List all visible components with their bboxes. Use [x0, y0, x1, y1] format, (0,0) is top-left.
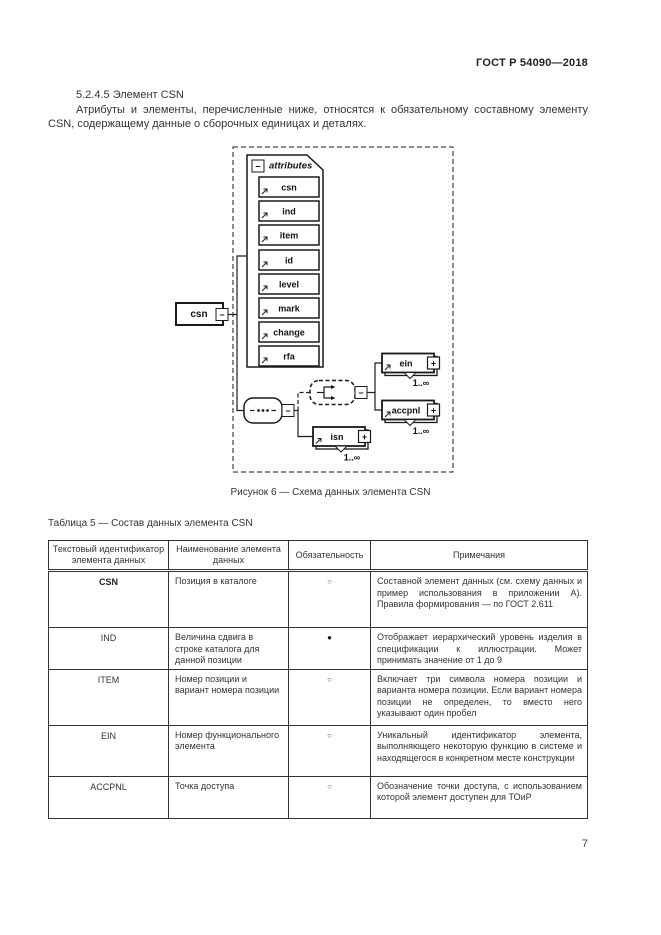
element-name-cell: Номер позиции и вариант номера позиции	[168, 668, 289, 726]
element-id-cell: ITEM	[48, 668, 169, 726]
repeat-icon	[402, 372, 418, 380]
attribute-box-id: id	[258, 249, 320, 271]
svg-text:−: −	[219, 310, 224, 320]
csn-schema-diagram: csn − − attributes csn ind	[175, 146, 454, 473]
attribute-box-level: level	[258, 273, 320, 295]
attribute-icon	[315, 438, 322, 444]
svg-text:−: −	[358, 388, 363, 398]
collapse-icon: −	[281, 404, 295, 417]
svg-text:id: id	[285, 256, 293, 266]
table-row: ACCPNL Точка доступа ○ Обозначение точки…	[48, 775, 588, 819]
element-box-isn: isn + 1..∞	[312, 426, 372, 463]
repeat-icon	[333, 445, 349, 453]
attributes-container: − attributes csn ind item id	[246, 154, 324, 368]
multiplicity-label: 1..∞	[413, 426, 430, 436]
figure-caption: Рисунок 6 — Схема данных элемента CSN	[230, 487, 431, 498]
table-row: EIN Номер функционального элемента ○ Уни…	[48, 724, 588, 777]
table-title: Таблица 5 — Состав данных элемента CSN	[48, 518, 253, 529]
multiplicity-label: 1..∞	[344, 453, 361, 463]
sequence-icon: −	[243, 397, 295, 424]
expand-icon: +	[357, 429, 372, 444]
svg-text:+: +	[431, 359, 436, 369]
attribute-icon	[261, 285, 268, 292]
element-name-cell: Величина сдвига в строке каталога для да…	[168, 627, 289, 670]
note-cell: Составной элемент данных (см. схему данн…	[370, 570, 588, 628]
element-id-cell: IND	[48, 627, 169, 670]
connector-lines	[228, 255, 382, 438]
svg-text:+: +	[431, 406, 436, 416]
attribute-icon	[261, 188, 268, 195]
attribute-icon	[261, 357, 268, 364]
note-cell: Обозначение точки доступа, с использован…	[370, 775, 588, 819]
attribute-icon	[261, 212, 268, 219]
collapse-icon: −	[354, 386, 368, 399]
table-row: IND Величина сдвига в строке каталога дл…	[48, 627, 588, 670]
page-number: 7	[581, 838, 588, 850]
element-id-cell: ACCPNL	[48, 775, 169, 819]
table-header-row: Текстовый идентификатор элемента данных …	[48, 540, 588, 572]
svg-text:isn: isn	[330, 432, 343, 442]
svg-text:+: +	[362, 432, 367, 442]
svg-text:accpnl: accpnl	[392, 406, 421, 416]
element-name-cell: Точка доступа	[168, 775, 289, 819]
element-box-accpnl: accpnl + 1..∞	[381, 399, 441, 436]
attributes-title: attributes	[269, 161, 312, 172]
svg-text:csn: csn	[281, 183, 297, 193]
svg-text:level: level	[279, 280, 299, 290]
svg-text:mark: mark	[278, 304, 301, 314]
mandatory-cell: ○	[288, 668, 371, 726]
attribute-box-csn: csn	[258, 176, 320, 198]
column-header-mandatory: Обязательность	[288, 540, 371, 572]
column-header-notes: Примечания	[370, 540, 588, 572]
gost-standard-header: ГОСТ Р 54090—2018	[476, 57, 588, 69]
collapse-icon: −	[251, 159, 265, 173]
mandatory-cell: ○	[288, 570, 371, 628]
root-element-label: csn	[190, 309, 207, 320]
attribute-icon	[261, 236, 268, 243]
note-cell: Включает три символа номера позиции и ва…	[370, 668, 588, 726]
section-heading: 5.2.4.5 Элемент CSN	[76, 89, 184, 101]
svg-text:ind: ind	[282, 207, 296, 217]
mandatory-cell: ●	[288, 627, 371, 670]
choice-icon: −	[309, 379, 368, 406]
mandatory-cell: ○	[288, 775, 371, 819]
multiplicity-label: 1..∞	[413, 378, 430, 388]
attribute-icon	[261, 309, 268, 316]
table-row: CSN Позиция в каталоге ○ Составной элеме…	[48, 570, 588, 628]
svg-text:rfa: rfa	[283, 352, 295, 362]
attribute-box-item: item	[258, 224, 320, 246]
attribute-icon	[384, 364, 391, 371]
element-name-cell: Позиция в каталоге	[168, 570, 289, 628]
body-paragraph: Атрибуты и элементы, перечисленные ниже,…	[48, 104, 588, 130]
element-box-ein: ein + 1..∞	[381, 352, 441, 388]
svg-text:item: item	[280, 231, 299, 241]
attribute-box-change: change	[258, 321, 320, 343]
attribute-box-mark: mark	[258, 297, 320, 319]
element-id-cell: CSN	[48, 570, 169, 628]
attribute-icon	[384, 411, 391, 418]
expand-icon: +	[426, 403, 441, 417]
element-id-cell: EIN	[48, 724, 169, 777]
csn-data-table: Текстовый идентификатор элемента данных …	[48, 540, 588, 819]
table-row: ITEM Номер позиции и вариант номера пози…	[48, 668, 588, 726]
root-element-csn: csn −	[175, 302, 229, 326]
attribute-icon	[261, 333, 268, 340]
element-name-cell: Номер функционального элемента	[168, 724, 289, 777]
note-cell: Уникальный идентификатор элемента, выпол…	[370, 724, 588, 777]
expand-icon: +	[426, 356, 441, 370]
svg-text:−: −	[255, 162, 260, 172]
column-header-identifier: Текстовый идентификатор элемента данных	[48, 540, 169, 572]
collapse-icon: −	[215, 308, 229, 321]
mandatory-cell: ○	[288, 724, 371, 777]
attribute-icon	[261, 261, 268, 268]
attribute-box-rfa: rfa	[258, 345, 320, 367]
column-header-name: Наименование элемента данных	[168, 540, 289, 572]
svg-text:−: −	[285, 406, 290, 416]
note-cell: Отображает иерархический уровень изделия…	[370, 627, 588, 670]
svg-text:ein: ein	[399, 359, 412, 369]
repeat-icon	[402, 419, 418, 427]
attribute-box-ind: ind	[258, 200, 320, 222]
svg-text:change: change	[273, 328, 305, 338]
